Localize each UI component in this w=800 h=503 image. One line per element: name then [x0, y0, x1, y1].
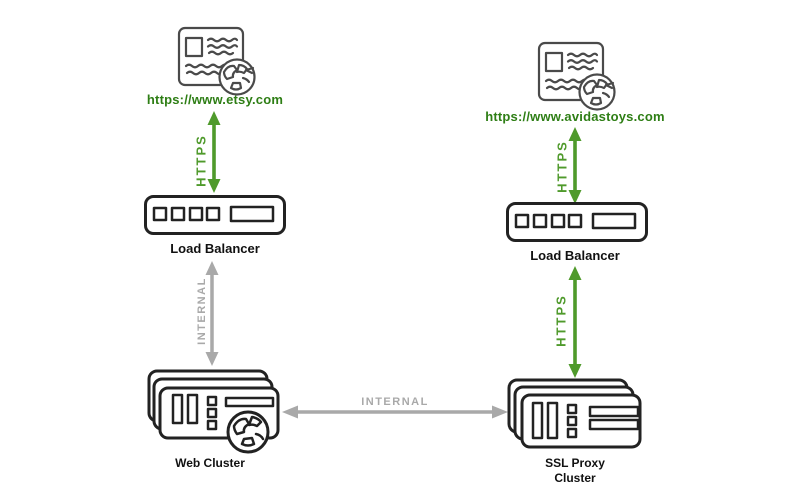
url-label-left: https://www.etsy.com [146, 92, 284, 107]
https-arrow-left [207, 111, 221, 193]
ssl-proxy-cluster-label: SSL Proxy Cluster [545, 456, 605, 485]
server-stack-with-globe-icon [147, 369, 280, 454]
browser-page-with-globe-icon [537, 41, 616, 111]
internal-arrow-horizontal [282, 405, 508, 419]
internal-arrow-left [205, 261, 219, 366]
load-balancer-appliance-icon [506, 202, 648, 242]
https-label-right-top: HTTPS [554, 140, 570, 193]
internal-label-horizontal: INTERNAL [361, 396, 429, 408]
internal-label-left: INTERNAL [196, 277, 208, 345]
load-balancer-appliance-icon [144, 195, 286, 235]
server-stack-icon [507, 378, 642, 449]
load-balancer-label-right: Load Balancer [530, 248, 620, 263]
https-label-right-bottom: HTTPS [553, 294, 569, 347]
web-cluster-label: Web Cluster [175, 456, 245, 470]
https-arrow-right-top [568, 127, 582, 204]
load-balancer-label-left: Load Balancer [170, 241, 260, 256]
url-label-right: https://www.avidastoys.com [485, 109, 665, 124]
https-arrow-right-bottom [568, 266, 582, 378]
https-label-left: HTTPS [193, 134, 209, 187]
browser-page-with-globe-icon [177, 26, 256, 96]
